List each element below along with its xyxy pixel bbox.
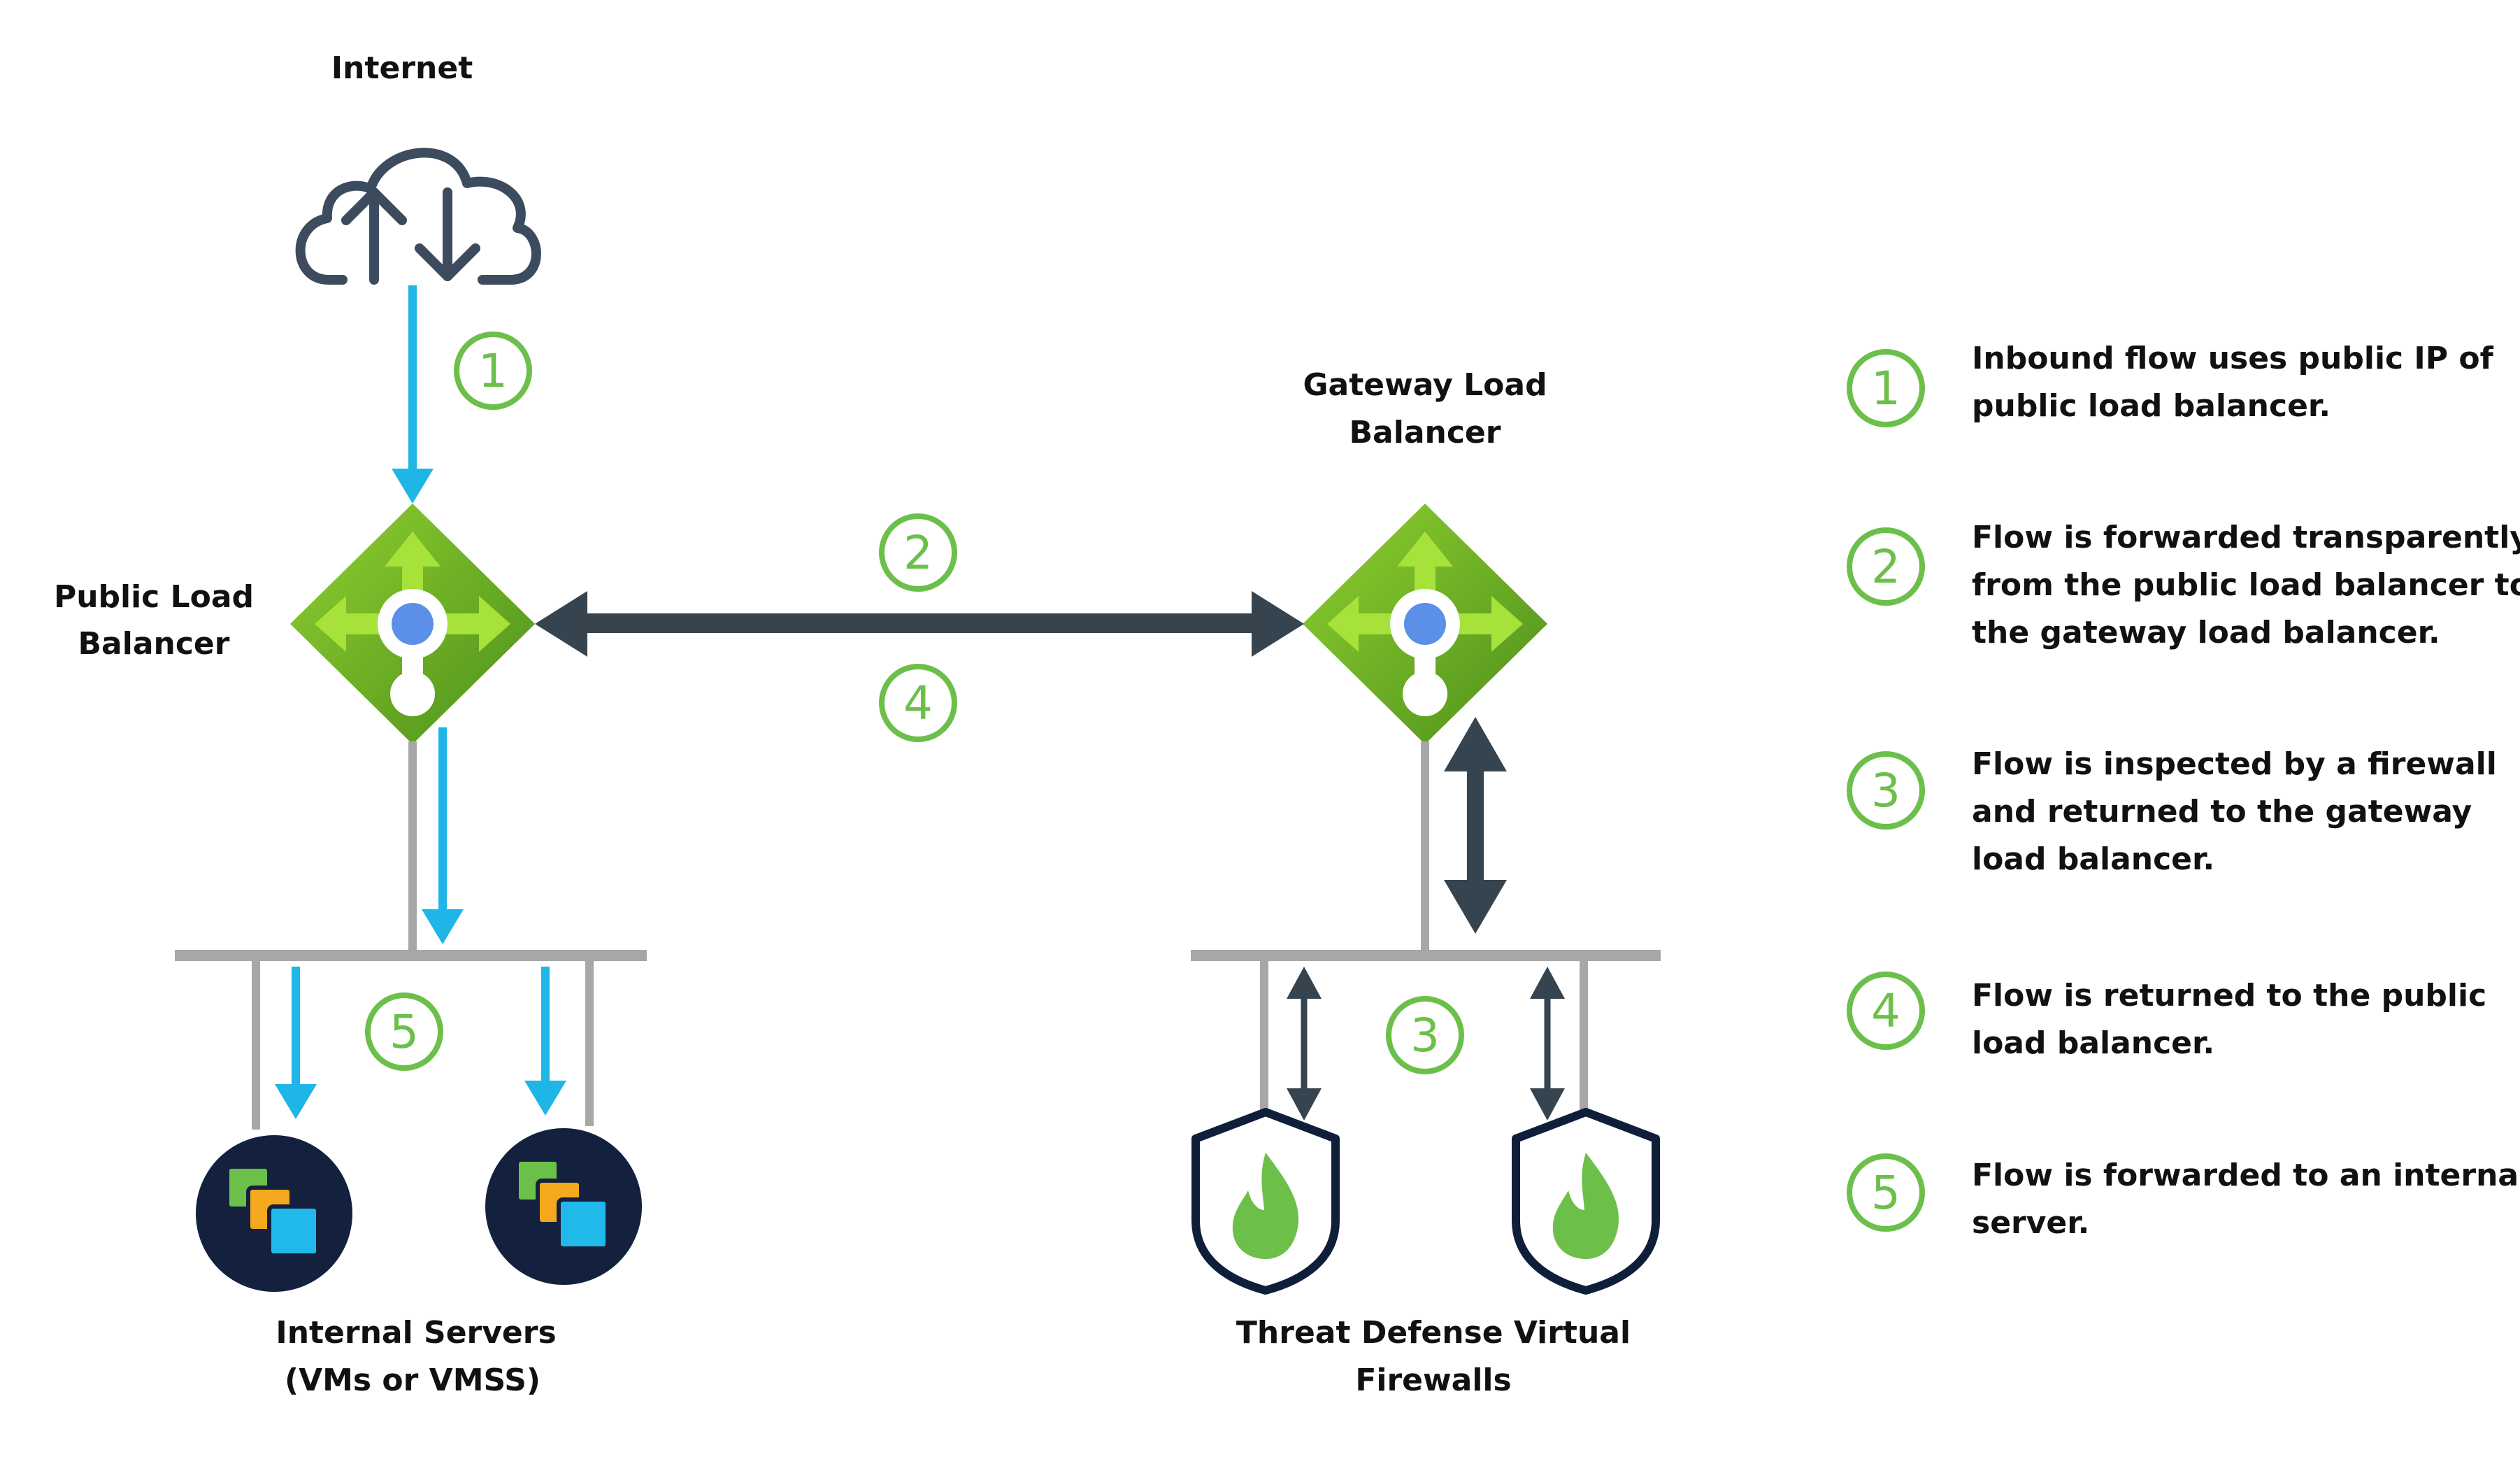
flow-arrow-5-server-1	[275, 967, 317, 1119]
legend-item-5: 5 Flow is forwarded to an internal serve…	[1847, 1153, 2520, 1241]
firewall-shield-icon	[1512, 1108, 1660, 1295]
legend: 1 Inbound flow uses public IP of public …	[1847, 341, 2520, 1241]
vm-server-icon	[485, 1128, 642, 1285]
step-marker-5: 5	[365, 992, 443, 1071]
firewalls-label-line-1: Threat Defense Virtual	[1236, 1315, 1631, 1351]
step-marker-4-text: 4	[903, 676, 933, 730]
firewall-2-double-arrow	[1530, 967, 1565, 1120]
legend-text-2-line-3: the gateway load balancer.	[1972, 615, 2440, 650]
legend-number-1: 1	[1871, 362, 1900, 415]
legend-item-3: 3 Flow is inspected by a firewall and re…	[1847, 746, 2497, 877]
legend-number-4: 4	[1871, 984, 1900, 1038]
cloud-upload-download-icon	[295, 148, 541, 285]
servers-label-line-2: (VMs or VMSS)	[285, 1362, 540, 1398]
legend-item-2: 2 Flow is forwarded transparently from t…	[1847, 520, 2520, 650]
public-load-balancer-icon	[290, 504, 535, 744]
firewall-shield-icon	[1191, 1108, 1340, 1295]
step-marker-2: 2	[879, 513, 957, 592]
legend-text-5-line-2: server.	[1972, 1205, 2089, 1241]
legend-number-2: 2	[1871, 540, 1900, 594]
legend-text-3-line-1: Flow is inspected by a firewall	[1972, 746, 2497, 782]
legend-text-2-line-1: Flow is forwarded transparently	[1972, 520, 2520, 555]
internet-label: Internet	[331, 50, 473, 86]
legend-item-4: 4 Flow is returned to the public load ba…	[1847, 972, 2486, 1061]
legend-item-1: 1 Inbound flow uses public IP of public …	[1847, 341, 2494, 427]
legend-text-3-line-2: and returned to the gateway	[1972, 794, 2472, 830]
gateway-load-balancer-icon	[1303, 504, 1547, 744]
gateway-firewall-double-arrow	[1444, 717, 1507, 934]
step-marker-2-text: 2	[903, 526, 933, 580]
vm-server-icon	[196, 1135, 352, 1292]
gateway-lb-label-line-1: Gateway Load	[1303, 367, 1547, 403]
step-marker-1-text: 1	[478, 344, 508, 398]
lb-to-lb-double-arrow	[535, 591, 1304, 657]
step-marker-4: 4	[879, 664, 957, 742]
step-marker-1: 1	[454, 332, 532, 410]
flow-arrow-5-main	[422, 727, 464, 944]
servers-label-line-1: Internal Servers	[275, 1315, 556, 1351]
legend-text-5-line-1: Flow is forwarded to an internal	[1972, 1158, 2520, 1193]
legend-number-3: 3	[1871, 764, 1900, 818]
flow-arrow-1	[392, 285, 434, 504]
legend-text-3-line-3: load balancer.	[1972, 841, 2214, 877]
gateway-lb-label-line-2: Balancer	[1350, 415, 1501, 450]
legend-text-2-line-2: from the public load balancer to	[1972, 567, 2520, 603]
legend-text-1-line-2: public load balancer.	[1972, 388, 2331, 424]
legend-text-1-line-1: Inbound flow uses public IP of	[1972, 341, 2494, 376]
step-marker-5-text: 5	[389, 1005, 419, 1059]
legend-text-4-line-2: load balancer.	[1972, 1025, 2214, 1061]
step-marker-3-text: 3	[1410, 1009, 1440, 1062]
legend-text-4-line-1: Flow is returned to the public	[1972, 978, 2486, 1013]
step-marker-3: 3	[1386, 996, 1464, 1074]
legend-number-5: 5	[1871, 1166, 1900, 1220]
firewall-1-double-arrow	[1287, 967, 1322, 1120]
public-lb-label-line-1: Public Load	[54, 579, 254, 615]
flow-arrow-5-server-2	[524, 967, 566, 1116]
firewalls-label-line-2: Firewalls	[1355, 1362, 1511, 1398]
public-lb-label-line-2: Balancer	[78, 626, 230, 662]
